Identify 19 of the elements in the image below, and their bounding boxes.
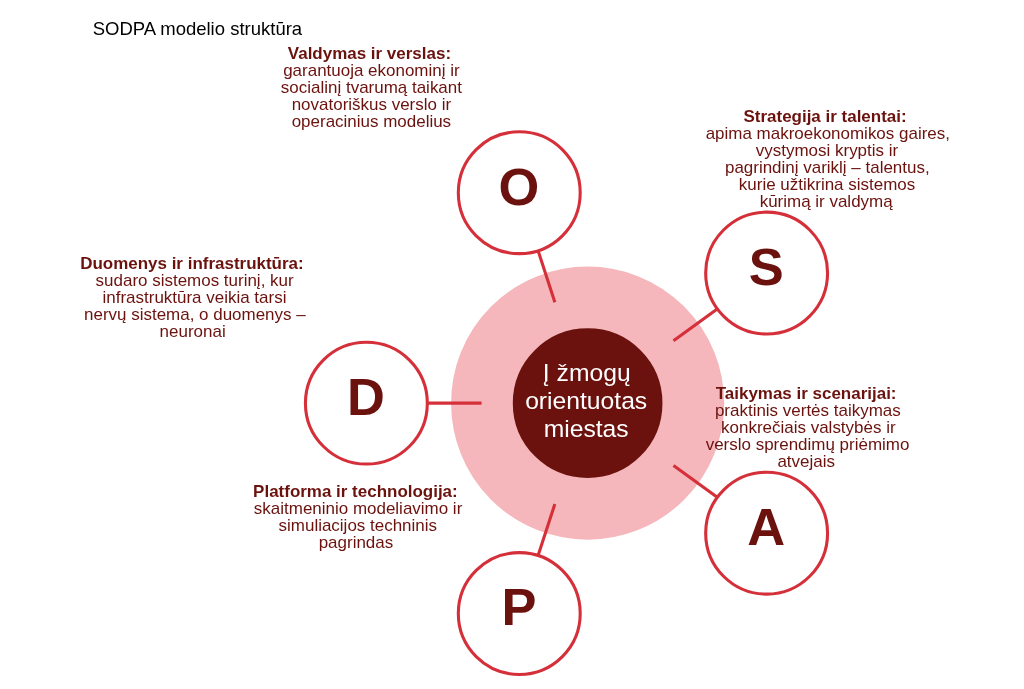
- node-label: Duomenys ir infrastruktūra:: [79, 254, 304, 274]
- node-circle: D: [303, 340, 429, 466]
- node-label: Strategija ir talentai:: [742, 107, 907, 127]
- node-circle: A: [703, 470, 829, 596]
- diagram-title: SODPA modelio struktūra: [92, 18, 302, 40]
- connector: [672, 307, 718, 342]
- node-circle: P: [456, 551, 582, 677]
- connector: [427, 401, 482, 405]
- node-circle: O: [456, 130, 582, 256]
- connector: [536, 250, 556, 303]
- node-circle: S: [703, 210, 829, 336]
- node-label: praktinis vertės taikymas konkrečiais valstybės ir verslo sprendimų priėmimo atvejais: [705, 401, 909, 472]
- node-label: Valdymas ir verslas:: [287, 43, 451, 63]
- connector: [536, 503, 556, 556]
- node-label: sudaro sistemos turinį, kur infrastruktūra veikia tarsi nervų sistema, o duomenys – neuronai: [83, 271, 306, 342]
- node-label: apima makroekonomikos gaires, vystymosi kryptis ir pagrindinį variklį – talentus, kurie užtikrina sistemos kūrimą ir valdymą: [705, 124, 950, 212]
- node-label: Taikymas ir scenarijai:: [715, 384, 896, 404]
- connector: [672, 464, 718, 499]
- node-label: Platforma ir technologija:: [252, 481, 458, 501]
